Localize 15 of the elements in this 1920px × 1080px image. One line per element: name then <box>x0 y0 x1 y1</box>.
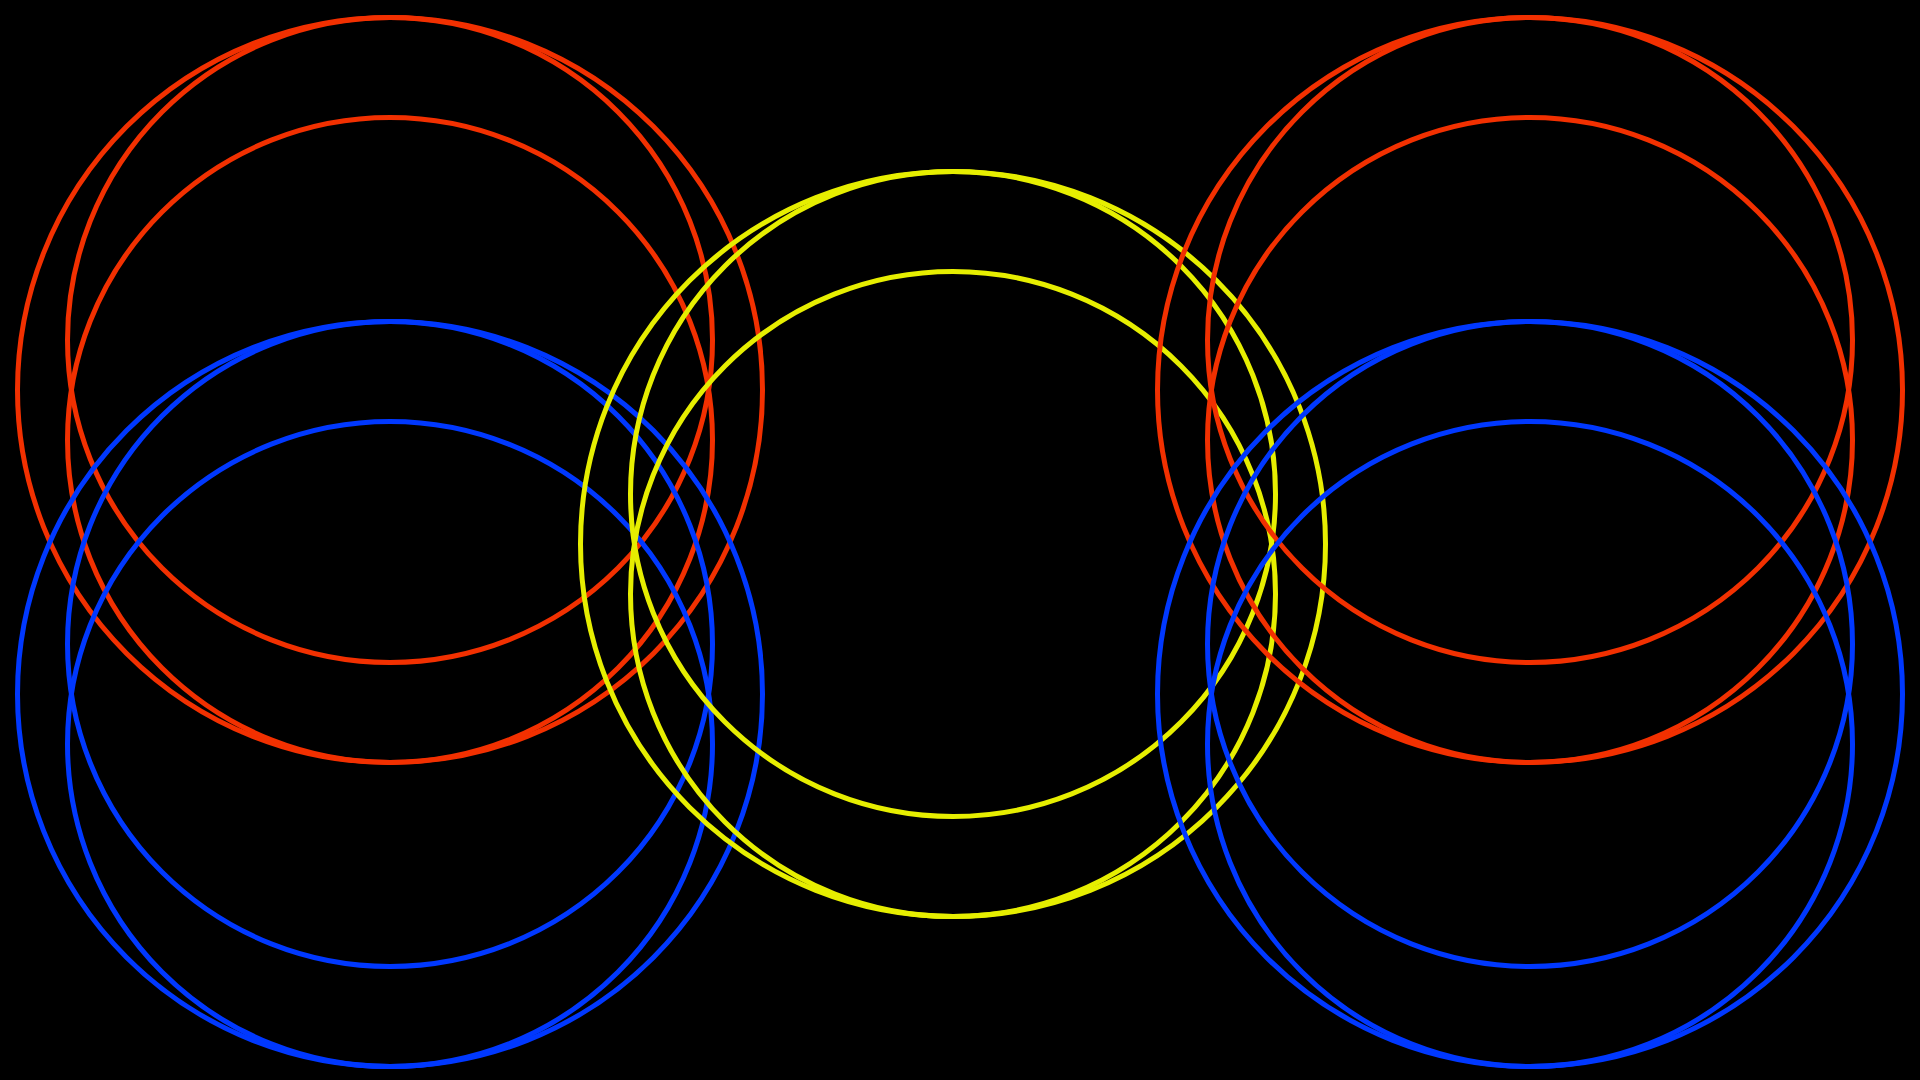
circle-outline <box>1205 15 1855 665</box>
circle-outline <box>65 15 715 665</box>
circle-outline <box>1155 319 1905 1069</box>
circle-outline <box>15 15 765 765</box>
circle-outline <box>65 419 715 1069</box>
circle-outline <box>1205 319 1855 969</box>
circle-outline <box>65 319 715 969</box>
circle-outline <box>628 269 1278 919</box>
circle-outline <box>578 169 1328 919</box>
circle-outline <box>15 319 765 1069</box>
circle-outline <box>1205 115 1855 765</box>
circle-outline <box>628 169 1278 819</box>
circle-outline <box>1205 419 1855 1069</box>
circle-outline <box>1155 15 1905 765</box>
circle-outline <box>65 115 715 765</box>
